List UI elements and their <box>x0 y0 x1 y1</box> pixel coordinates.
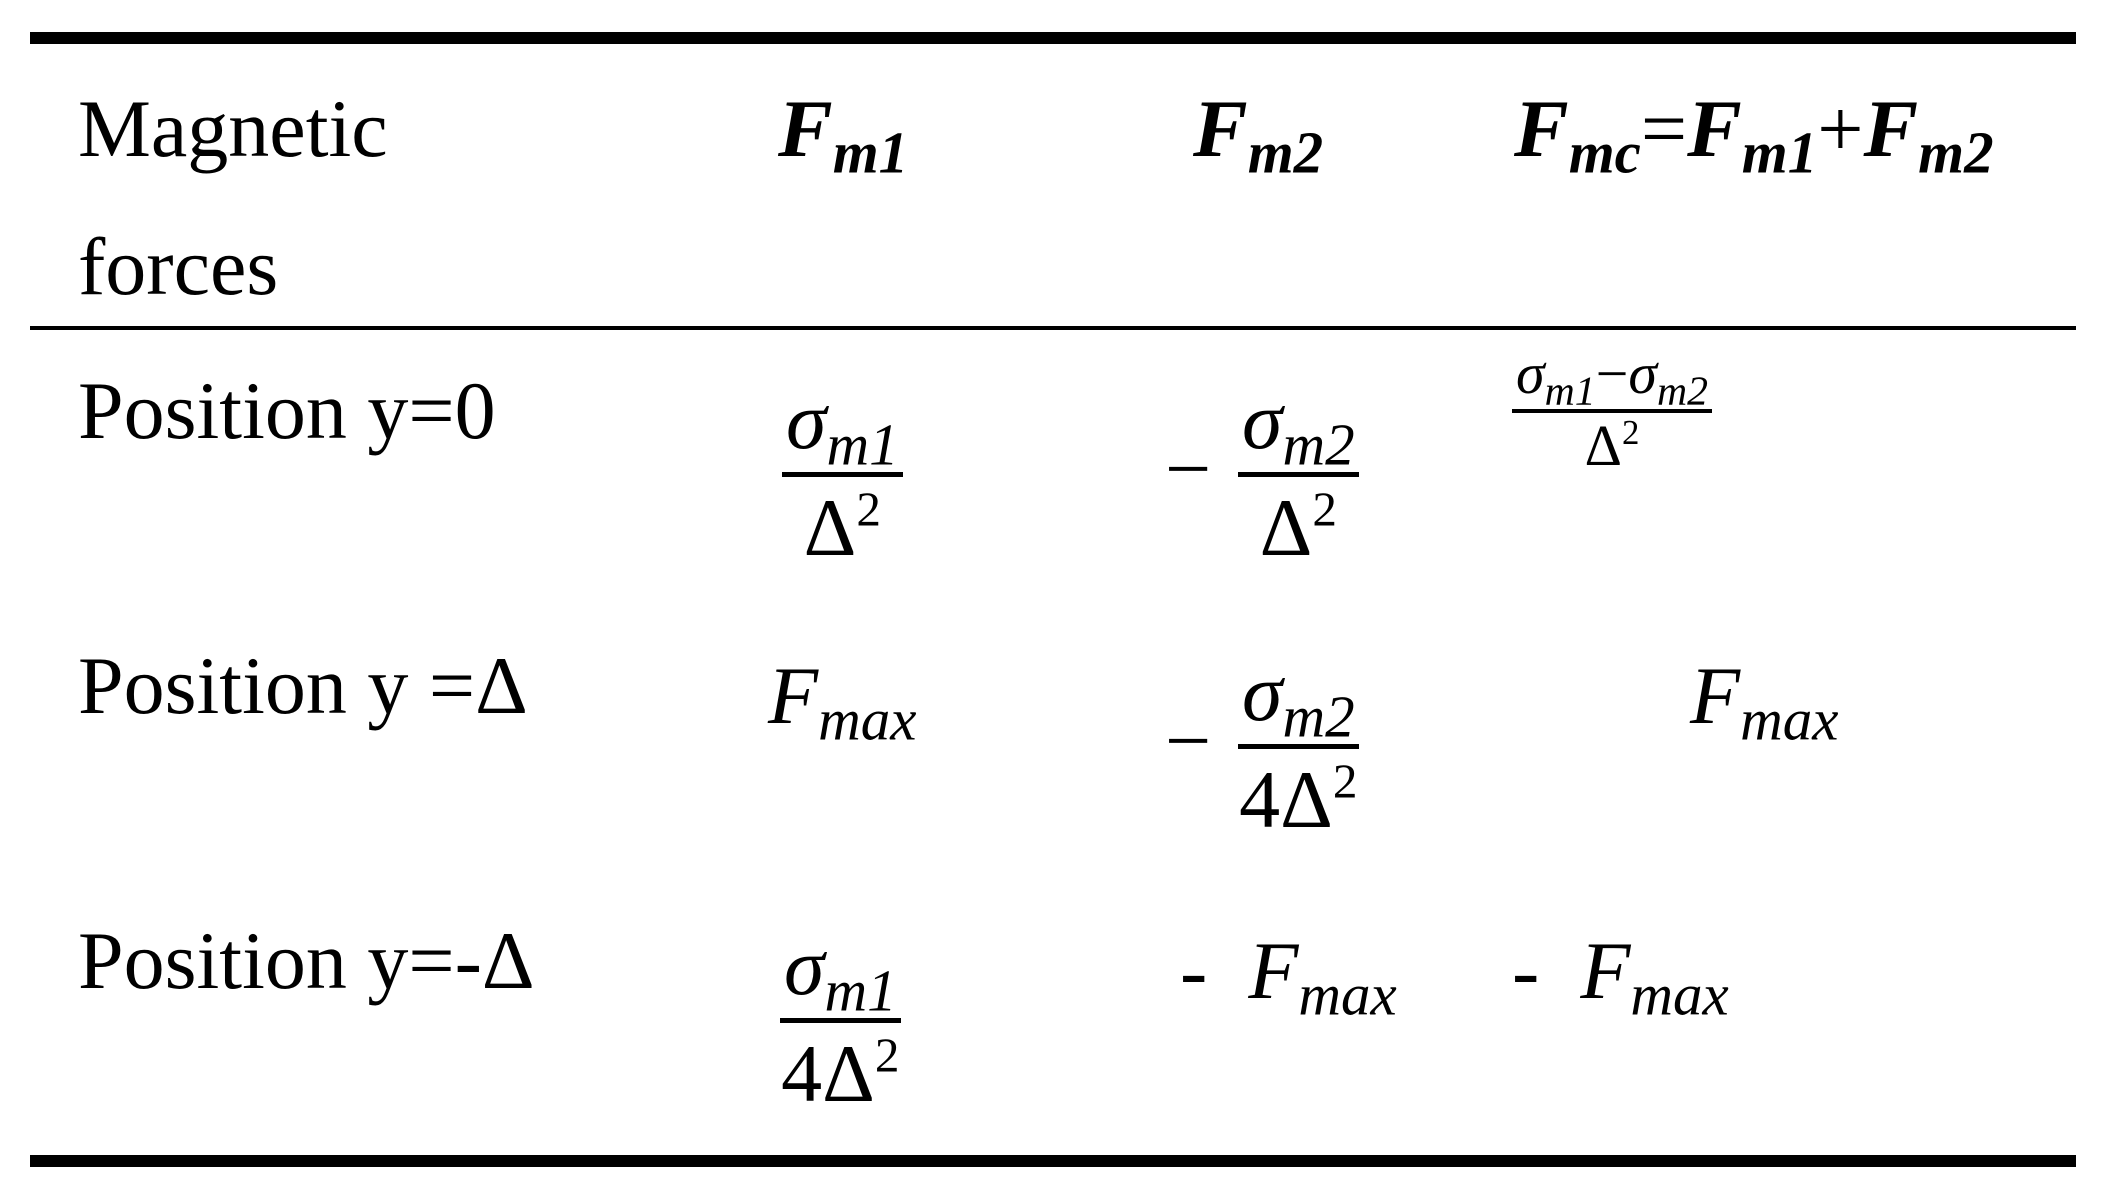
row1-fm1-fmax: Fmax <box>768 650 917 753</box>
row0-fm1-fraction: σm1 Δ2 <box>782 380 903 569</box>
table-bottom-rule <box>30 1155 2076 1167</box>
row-label-y-neg-delta: Position y=-Δ <box>78 915 535 1006</box>
row1-fm2-sign: − <box>1165 695 1212 786</box>
header-fm2: Fm2 <box>1193 83 1324 186</box>
header-forces: forces <box>78 221 279 312</box>
table-top-rule <box>30 32 2076 44</box>
header-fm1: Fm1 <box>778 83 909 186</box>
row-label-y0: Position y=0 <box>78 365 496 456</box>
header-magnetic: Magnetic <box>78 83 388 174</box>
row-label-y-delta: Position y =Δ <box>78 640 528 731</box>
row2-fm2-neg-fmax: - Fmax <box>1180 925 1397 1028</box>
row0-fm2-sign: − <box>1165 423 1212 514</box>
row1-fm2-fraction: σm2 4Δ2 <box>1238 647 1359 845</box>
row0-fm2-fraction: σm2 Δ2 <box>1238 380 1359 569</box>
row1-fmc-fmax: Fmax <box>1690 650 1839 753</box>
row2-fm1-fraction: σm1 4Δ2 <box>780 921 901 1119</box>
header-separator-rule <box>30 326 2076 330</box>
header-fmc: Fmc=Fm1+Fm2 <box>1514 83 1994 186</box>
row2-fmc-neg-fmax: - Fmax <box>1512 925 1729 1028</box>
row0-fmc-fraction: σm1−σm2 Δ2 <box>1512 345 1712 475</box>
